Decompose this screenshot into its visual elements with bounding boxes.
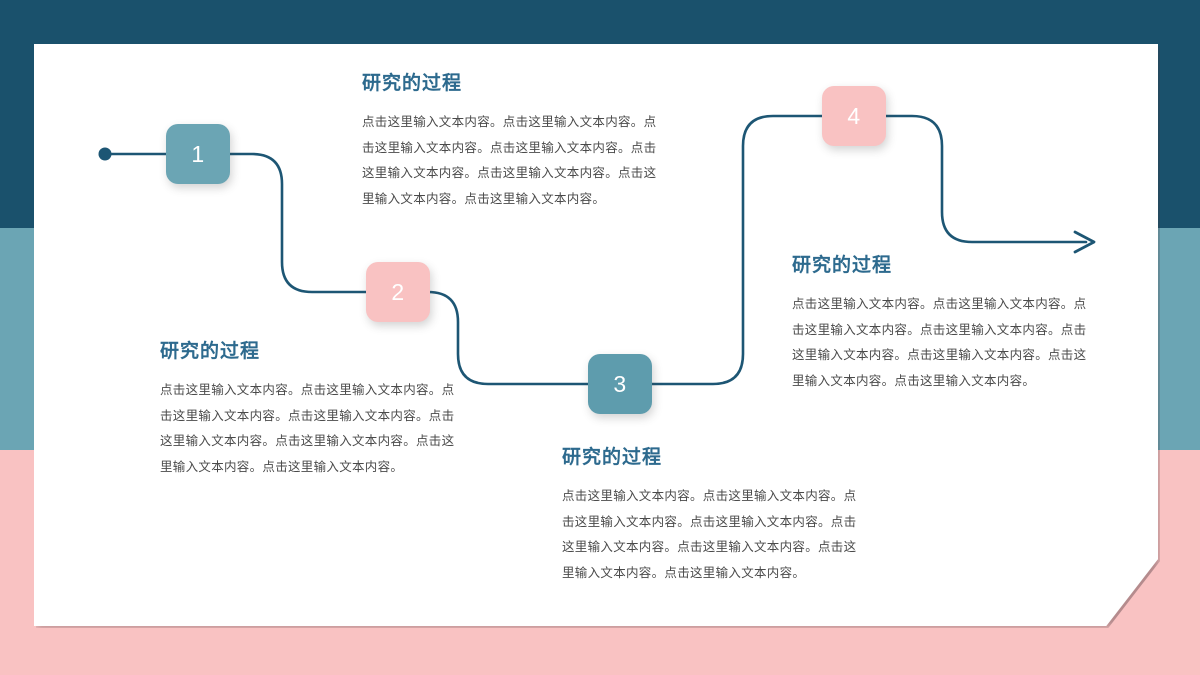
step-badge-1-number: 1 <box>191 140 205 167</box>
step-body-3: 点击这里输入文本内容。点击这里输入文本内容。点击这里输入文本内容。点击这里输入文… <box>562 488 857 580</box>
step-body-2: 点击这里输入文本内容。点击这里输入文本内容。点击这里输入文本内容。点击这里输入文… <box>160 382 455 474</box>
step-badge-1[interactable]: 1 <box>166 124 230 184</box>
step-badge-3[interactable]: 3 <box>588 354 652 414</box>
step-body-1: 点击这里输入文本内容。点击这里输入文本内容。点击这里输入文本内容。点击这里输入文… <box>362 114 657 206</box>
step-badge-4[interactable]: 4 <box>822 86 886 146</box>
step-badge-3-number: 3 <box>613 370 627 397</box>
step-text-block-1: 研究的过程 点击这里输入文本内容。点击这里输入文本内容。点击这里输入文本内容。点… <box>362 68 662 212</box>
step-title-3: 研究的过程 <box>562 446 663 468</box>
step-text-block-4: 研究的过程 点击这里输入文本内容。点击这里输入文本内容。点击这里输入文本内容。点… <box>792 250 1092 394</box>
step-title-1: 研究的过程 <box>362 72 463 94</box>
step-badge-2[interactable]: 2 <box>366 262 430 322</box>
step-badge-4-number: 4 <box>847 102 861 129</box>
step-text-block-2: 研究的过程 点击这里输入文本内容。点击这里输入文本内容。点击这里输入文本内容。点… <box>160 336 460 480</box>
step-body-4: 点击这里输入文本内容。点击这里输入文本内容。点击这里输入文本内容。点击这里输入文… <box>792 296 1087 388</box>
step-text-block-3: 研究的过程 点击这里输入文本内容。点击这里输入文本内容。点击这里输入文本内容。点… <box>562 442 862 586</box>
step-title-2: 研究的过程 <box>160 340 261 362</box>
step-title-4: 研究的过程 <box>792 254 893 276</box>
step-badge-2-number: 2 <box>391 278 405 305</box>
